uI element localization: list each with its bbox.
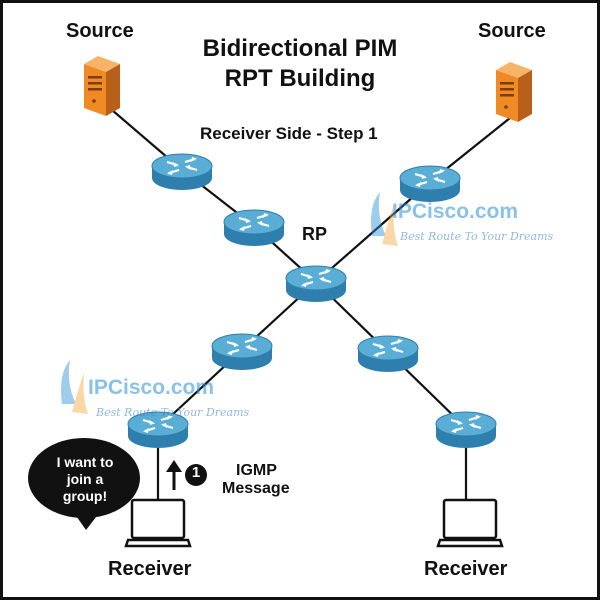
- router-icon: [210, 332, 274, 372]
- igmp-label-line-2: Message: [222, 480, 290, 497]
- speech-bubble-text: I want to join a group!: [42, 454, 128, 505]
- source-left-label: Source: [66, 20, 134, 42]
- speech-line-1: I want to: [56, 454, 114, 470]
- laptop-icon: [436, 498, 504, 548]
- subtitle: Receiver Side - Step 1: [200, 124, 378, 143]
- router-icon: [398, 164, 462, 204]
- ipcisco-logo-icon: [371, 192, 398, 246]
- receiver-left-label: Receiver: [108, 558, 192, 580]
- ipcisco-logo-icon: [61, 360, 88, 414]
- watermark-tagline: Best Route To Your Dreams: [400, 230, 554, 243]
- server-icon: [496, 62, 532, 122]
- watermark-tagline: Best Route To Your Dreams: [96, 406, 250, 419]
- igmp-label-line-1: IGMP: [236, 462, 277, 479]
- router-icon: [356, 334, 420, 374]
- speech-line-2: join a: [66, 471, 104, 487]
- up-arrow-icon: [166, 460, 182, 490]
- router-icon: [222, 208, 286, 248]
- title-line-1: Bidirectional PIM: [202, 35, 398, 62]
- router-icon: [150, 152, 214, 192]
- speech-line-3: group!: [62, 488, 108, 504]
- server-icon: [84, 56, 120, 116]
- speech-bubble: [28, 438, 140, 530]
- watermark-brand: IPCisco.com: [392, 200, 519, 223]
- receiver-right-label: Receiver: [424, 558, 508, 580]
- title-line-2: RPT Building: [224, 65, 376, 92]
- source-right-label: Source: [478, 20, 546, 42]
- step-number: 1: [191, 464, 201, 481]
- rp-label: RP: [302, 224, 328, 244]
- step-badge: [185, 464, 207, 486]
- router-icon: [434, 410, 498, 450]
- router-icon: [284, 264, 348, 304]
- laptop-icon: [124, 498, 192, 548]
- watermark-brand: IPCisco.com: [88, 376, 215, 399]
